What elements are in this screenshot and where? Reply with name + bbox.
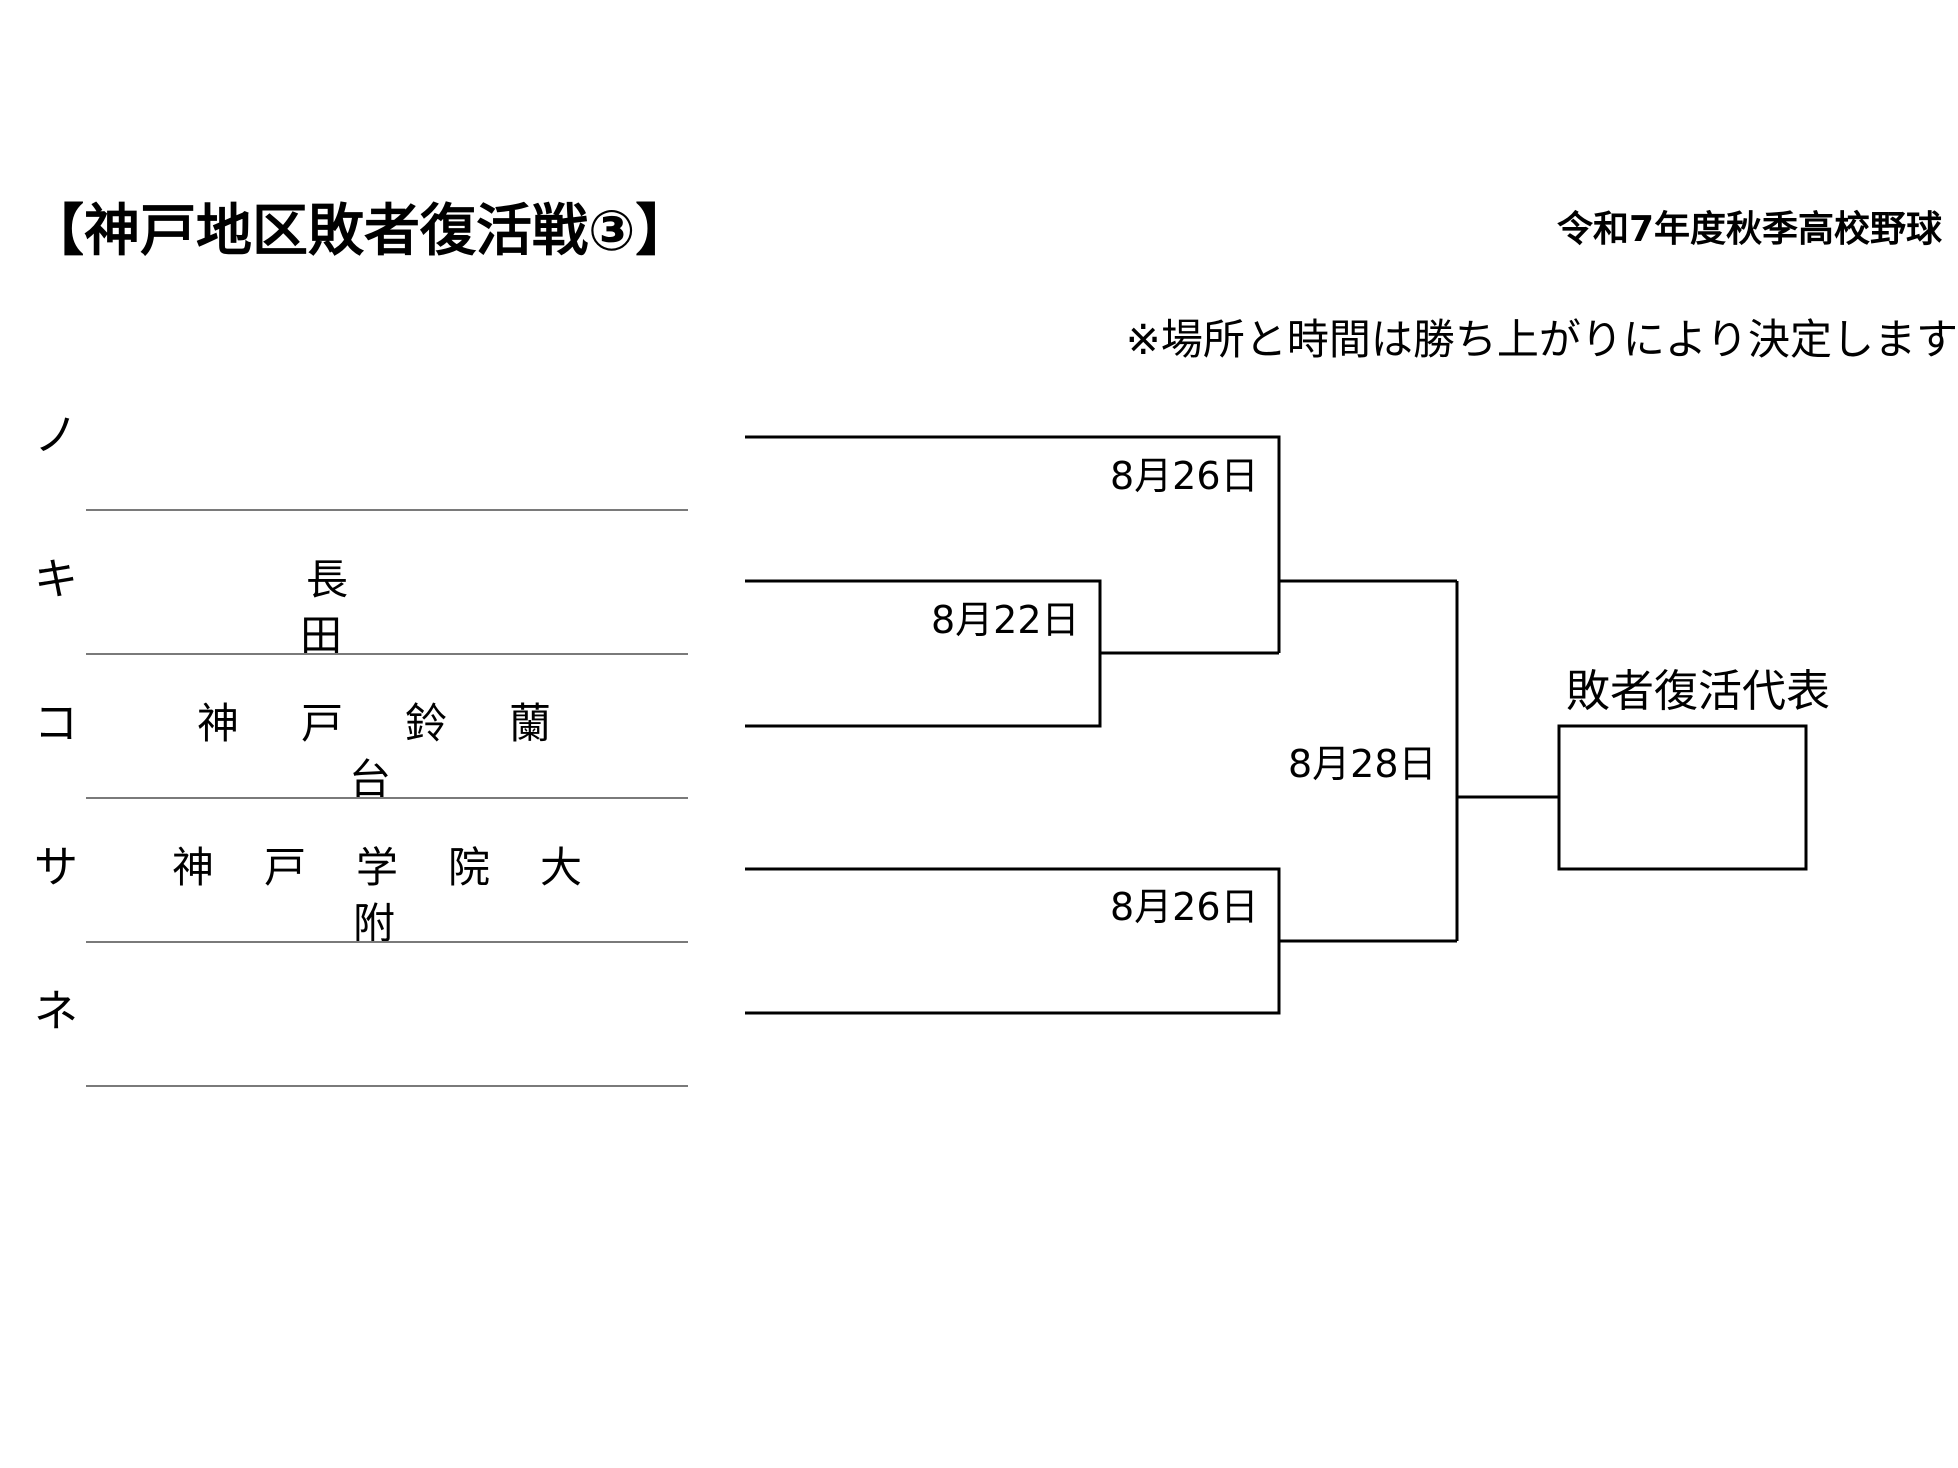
entry-divider xyxy=(86,941,688,943)
entry-divider xyxy=(86,653,688,655)
entry-letter-3: コ xyxy=(34,698,78,749)
schedule-note: ※場所と時間は勝ち上がりにより決定します xyxy=(1125,315,1958,364)
date-label-final: 8月28日 xyxy=(1288,742,1437,786)
team-name-2: 神戸鈴蘭台 xyxy=(196,699,613,804)
entry-letter-2: キ xyxy=(34,554,78,605)
entry-divider xyxy=(86,797,688,799)
entry-divider xyxy=(86,509,688,511)
winner-box xyxy=(1557,724,1808,871)
team-name-3: 神戸学院大附 xyxy=(171,843,632,948)
entry-letter-1: ノ xyxy=(34,410,78,461)
tournament-name: 令和7年度秋季高校野球 xyxy=(1556,209,1942,250)
entry-letter-4: サ xyxy=(34,842,78,893)
date-label-first-round: 8月22日 xyxy=(931,598,1080,642)
entry-divider xyxy=(86,1085,688,1087)
date-label-upper-semifinal: 8月26日 xyxy=(1110,454,1259,498)
winner-label: 敗者復活代表 xyxy=(1566,666,1830,717)
date-label-lower-semifinal: 8月26日 xyxy=(1110,885,1259,929)
entry-letter-5: ネ xyxy=(34,986,78,1037)
page-title: 【神戸地区敗者復活戦③】 xyxy=(28,199,692,264)
team-name-1: 長田 xyxy=(299,555,508,660)
